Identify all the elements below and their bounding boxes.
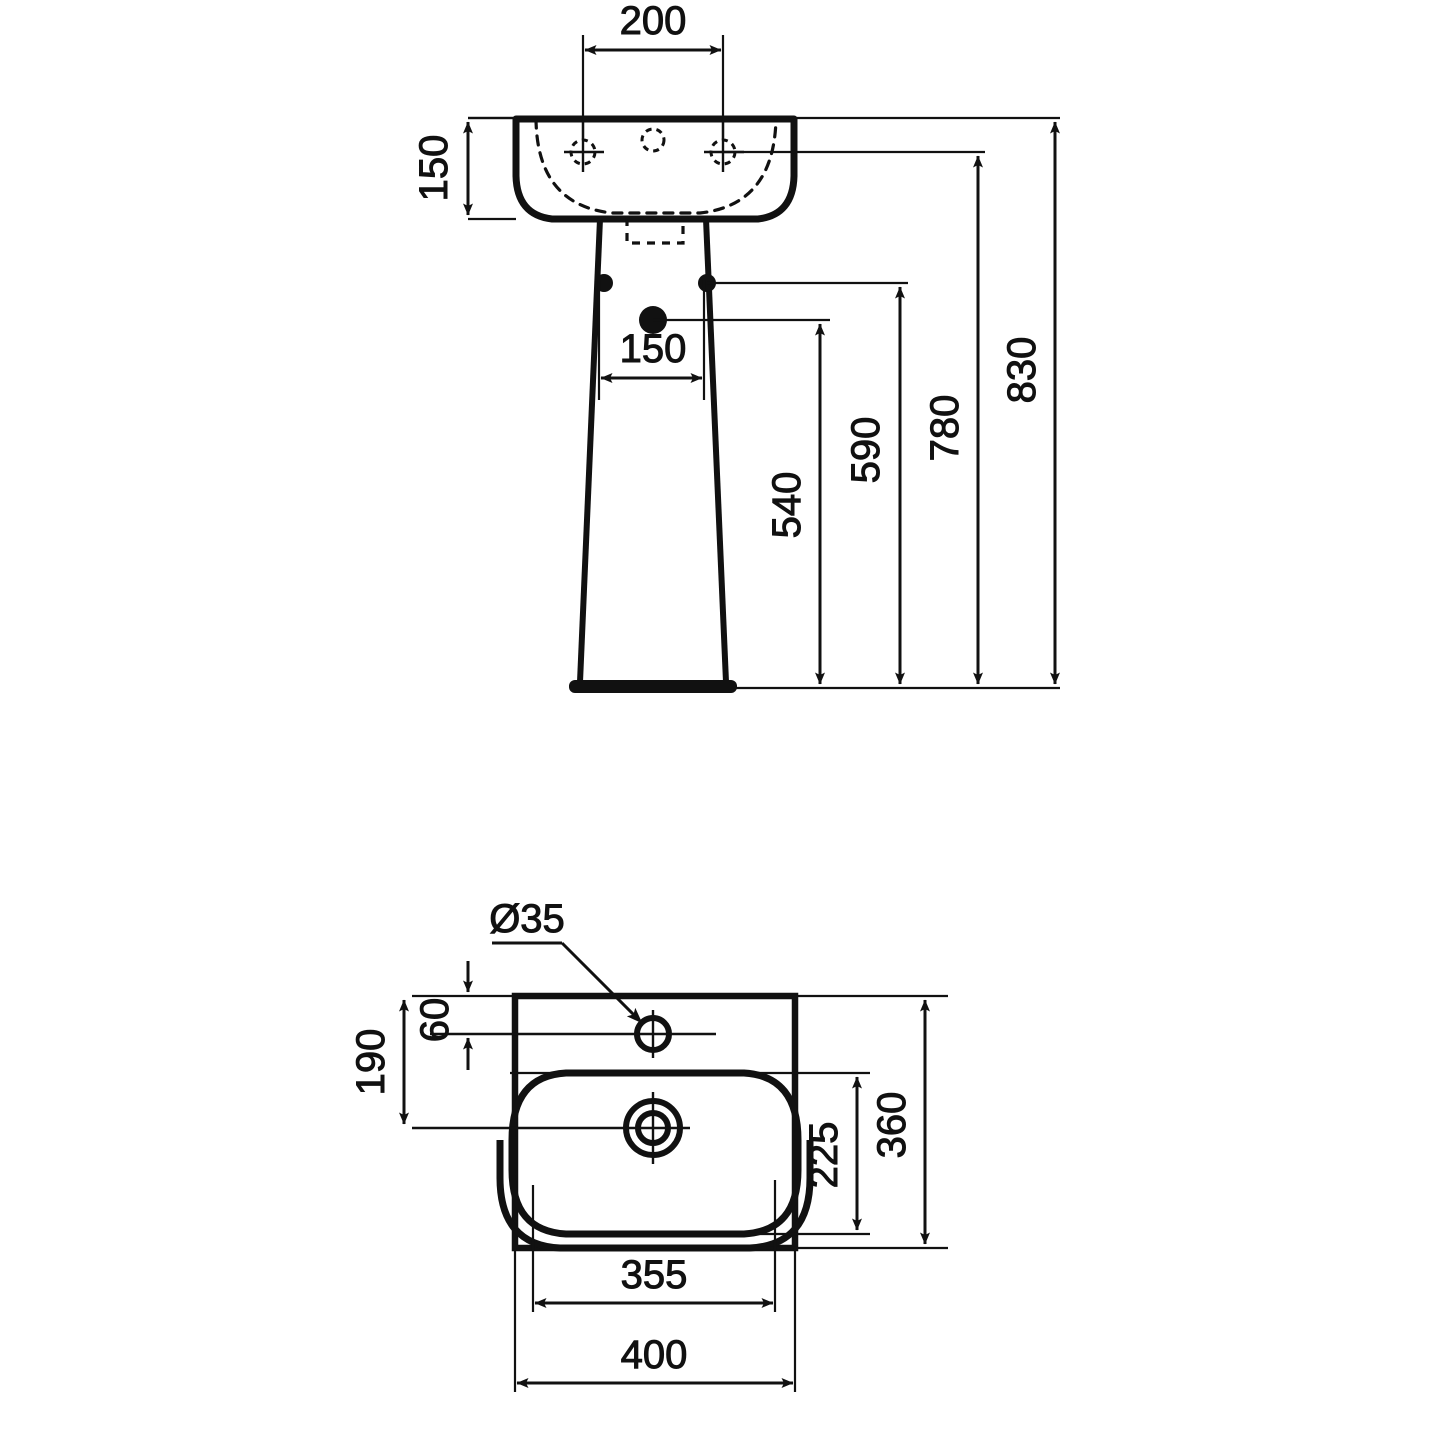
- dimension-label-150-height: 150: [412, 135, 456, 202]
- pedestal-right-edge: [703, 218, 729, 683]
- leader-tap-hole-diameter: [492, 941, 644, 1025]
- dimension-label-355: 355: [621, 1253, 688, 1297]
- dimension-label-540: 540: [765, 472, 809, 539]
- dimension-355: [531, 1180, 777, 1312]
- dimension-60: [412, 961, 516, 1070]
- drain-outlet-plan: [412, 1092, 690, 1164]
- dimension-label-590: 590: [844, 417, 888, 484]
- dimension-400: [513, 1248, 797, 1392]
- dimension-label-780: 780: [923, 395, 967, 462]
- dimension-label-60: 60: [413, 998, 457, 1043]
- tap-hole-left-front: [564, 120, 604, 172]
- tap-hole-right-front: [704, 120, 744, 172]
- dimension-label-400: 400: [621, 1333, 688, 1377]
- dimension-150-basin-height: [463, 116, 516, 221]
- pedestal-left-edge: [577, 218, 603, 683]
- water-supply-dot-left: [595, 274, 613, 292]
- bowl-outline-plan: [508, 1069, 802, 1238]
- waste-fitting-dashed: [625, 218, 685, 245]
- overflow-hole-front: [640, 127, 666, 153]
- dimension-label-360: 360: [870, 1092, 914, 1159]
- bowl-apron-plan: [496, 1140, 814, 1252]
- dimension-150-pedestal-width: [597, 280, 706, 400]
- dimension-200-tap-spacing: [581, 35, 725, 140]
- tap-hole-plan: [430, 1010, 716, 1058]
- basin-outline-front: [512, 115, 798, 223]
- dimension-label-150-pedestal: 150: [620, 327, 687, 371]
- dimension-label-d35: Ø35: [489, 897, 565, 941]
- basin-bowl-dashed: [534, 117, 778, 215]
- dimension-label-200: 200: [620, 0, 687, 43]
- dimension-label-190: 190: [349, 1029, 393, 1096]
- pedestal-base: [569, 680, 737, 693]
- dimension-label-225: 225: [802, 1122, 846, 1189]
- dimension-label-830: 830: [1000, 337, 1044, 404]
